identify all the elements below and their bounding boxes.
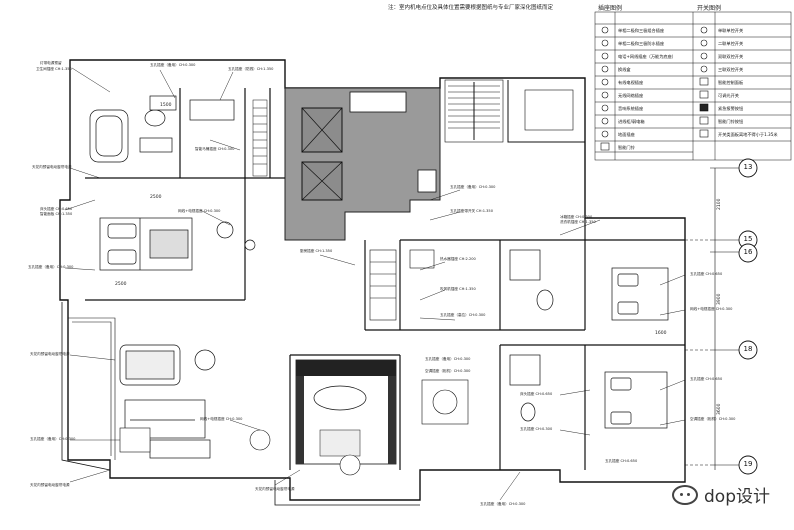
legend-label: 无线网络插座 [618,93,644,98]
svg-text:1500: 1500 [160,102,172,108]
legend-label: 三联双控开关 [718,67,744,72]
svg-text:五孔插座 CH:0.650: 五孔插座 CH:0.650 [690,376,723,381]
svg-text:灯带电源预留: 灯带电源预留 [40,60,62,65]
svg-text:网线+电视插座 CH:0.300: 网线+电视插座 CH:0.300 [200,416,243,421]
dining-area [295,359,397,476]
legend-header-sockets: 插座图例 [598,5,623,12]
svg-text:五孔插座 CH:0.650: 五孔插座 CH:0.650 [605,458,638,463]
grid-label-13: 13 [743,163,753,171]
legend-label: 进线柜/弱电箱 [618,119,645,124]
grid-label-16: 16 [743,248,753,256]
legend-label: 单相二极和三极防水插座 [618,41,665,46]
balcony-furniture [119,427,271,453]
master-bed [99,217,256,271]
wechat-icon [672,484,698,505]
right-dimension-lines [685,167,740,470]
legend-label: 开关类面板离地不得小于1.35米 [718,132,778,137]
svg-text:床头插座 CH:0.650: 床头插座 CH:0.650 [40,206,73,211]
svg-text:冰箱插座 CH:0.300: 冰箱插座 CH:0.300 [560,214,593,219]
legend-label: 智能门铃 [618,145,635,150]
interior-walls [85,88,685,470]
svg-text:空调插座（柜机）CH:0.300: 空调插座（柜机）CH:0.300 [690,416,736,421]
grid-label-19: 19 [743,460,753,468]
svg-text:2100: 2100 [716,198,722,210]
legend-label: 电话+网线插座（万能为底座） [618,54,676,59]
legend-label: 地面插座 [618,132,635,137]
svg-text:五孔插座（防溅）CH:1.350: 五孔插座（防溅）CH:1.350 [228,66,274,71]
bathroom-fixtures [89,95,235,163]
grid-label-15: 15 [743,235,753,243]
svg-text:智能面板 CH:1.350: 智能面板 CH:1.350 [40,211,73,216]
svg-text:3900: 3900 [716,293,722,305]
svg-text:五孔插座（备用）CH:0.300: 五孔插座（备用）CH:0.300 [480,501,526,506]
svg-text:五孔插座 CH:0.650: 五孔插座 CH:0.650 [690,271,723,276]
balcony-rail [68,317,116,460]
svg-text:热水器插座 CH:2.200: 热水器插座 CH:2.200 [440,256,477,261]
svg-text:2500: 2500 [115,281,127,287]
annotation-texts: 灯带电源预留 卫生间插座 CH:1.350 五孔插座（备用）CH:0.300 五… [28,60,736,506]
svg-text:五孔插座（备用）CH:0.300: 五孔插座（备用）CH:0.300 [450,184,496,189]
svg-text:天花内预留电动窗帘电源: 天花内预留电动窗帘电源 [255,486,295,491]
right-bedrooms [509,249,669,429]
legend-label: 单相二极和三极组合插座 [618,28,665,33]
svg-text:3600: 3600 [716,403,722,415]
legend-label: 智能门铃按钮 [718,119,744,124]
legend-header-switches: 开关图例 [697,5,722,12]
legend-label: 可调光开关 [718,93,739,98]
legend-switch-labels: 单联单控开关 二联单控开关 双联双控开关 三联双控开关 智能控制面板 可调光开关… [718,24,790,141]
legend-icons [600,26,709,151]
legend-label: 智能控制面板 [718,80,744,85]
svg-text:五孔插座（备用）CH:0.300: 五孔插座（备用）CH:0.300 [30,436,76,441]
svg-text:天花内预留电动窗帘电源: 天花内预留电动窗帘电源 [32,164,72,169]
svg-text:2500: 2500 [150,194,162,200]
svg-text:空调插座（柜机）CH:0.300: 空调插座（柜机）CH:0.300 [425,368,471,373]
legend-label: 有线电视插座 [618,80,644,85]
staircase [444,79,585,143]
svg-text:五孔插座（备用）CH:0.300: 五孔插座（备用）CH:0.300 [28,264,74,269]
svg-text:五孔插座带开关 CH:1.350: 五孔插座带开关 CH:1.350 [450,208,494,213]
svg-text:五孔插座（高位）CH:0.300: 五孔插座（高位）CH:0.300 [440,312,486,317]
legend-label: 二联单控开关 [718,41,744,46]
dimension-texts: 2100 3900 3600 1500 2500 2500 1600 [115,102,722,415]
svg-text:吹风机插座 CH:1.350: 吹风机插座 CH:1.350 [440,286,477,291]
legend-label: 双联双控开关 [718,54,744,59]
svg-text:天花内预留电动窗帘电源: 天花内预留电动窗帘电源 [30,482,70,487]
grid-label-18: 18 [743,345,753,353]
svg-text:网线+电视插座 CH:0.300: 网线+电视插座 CH:0.300 [178,208,221,213]
svg-text:1600: 1600 [655,330,667,336]
legend-label: 单联单控开关 [718,28,744,33]
svg-text:天花内预留电动窗帘电源: 天花内预留电动窗帘电源 [30,351,70,356]
watermark: dop设计 [672,482,770,507]
building-outline [59,59,686,506]
svg-text:智能马桶插座 CH:0.300: 智能马桶插座 CH:0.300 [195,146,235,151]
watermark-text: dop设计 [704,487,770,507]
drawing-note: 注：室内机电点位及具体位置需要根据图纸与专业厂家深化图纸而定 [388,5,554,11]
legend-table [594,11,792,161]
grid-axis-bubbles [738,158,758,475]
legend-label: 音响系统插座 [618,106,644,111]
legend-label: 换线盒 [618,67,631,72]
svg-text:五孔插座 CH:0.300: 五孔插座 CH:0.300 [520,426,553,431]
svg-text:床头插座 CH:0.650: 床头插座 CH:0.650 [520,391,553,396]
kitchen-fixtures [369,249,469,425]
elevator-core [284,87,441,241]
svg-text:厨房插座 CH:1.350: 厨房插座 CH:1.350 [300,248,333,253]
svg-text:卫生间插座 CH:1.350: 卫生间插座 CH:1.350 [36,66,73,71]
svg-text:五孔插座（备用）CH:0.300: 五孔插座（备用）CH:0.300 [150,62,196,67]
legend-socket-labels: 单相二极和三极组合插座 单相二极和三极防水插座 电话+网线插座（万能为底座） 换… [618,24,692,154]
svg-text:网线+电视插座 CH:0.300: 网线+电视插座 CH:0.300 [690,306,733,311]
svg-text:洗衣机插座 CH:1.350: 洗衣机插座 CH:1.350 [560,219,597,224]
annotation-leaders [64,67,686,501]
legend-label: 紧急报警按钮 [718,106,744,111]
wardrobe [252,99,268,177]
svg-text:五孔插座（备用）CH:0.300: 五孔插座（备用）CH:0.300 [425,356,471,361]
